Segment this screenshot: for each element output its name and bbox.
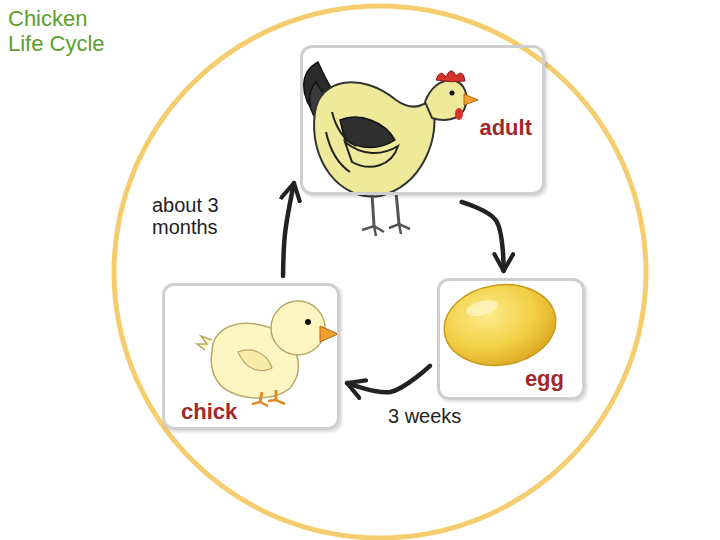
cycle-ring <box>114 6 646 538</box>
duration-label: about 3 months <box>150 194 254 238</box>
stage-box: chick <box>162 283 340 430</box>
chick-drawing <box>197 301 338 406</box>
stage-label: adult <box>479 116 532 140</box>
egg-drawing <box>439 278 561 373</box>
cycle-arrow <box>283 183 294 276</box>
cycle-arrow <box>462 202 504 271</box>
stage-box: adult <box>300 45 545 195</box>
hen-drawing <box>304 62 478 236</box>
cycle-arrow <box>347 366 430 393</box>
stage-label: egg <box>525 367 564 391</box>
stage-box: egg <box>437 278 585 400</box>
duration-label: 3 weeks <box>386 405 463 427</box>
stage-label: chick <box>181 400 237 424</box>
diagram-title: Chicken Life Cycle <box>8 6 120 57</box>
